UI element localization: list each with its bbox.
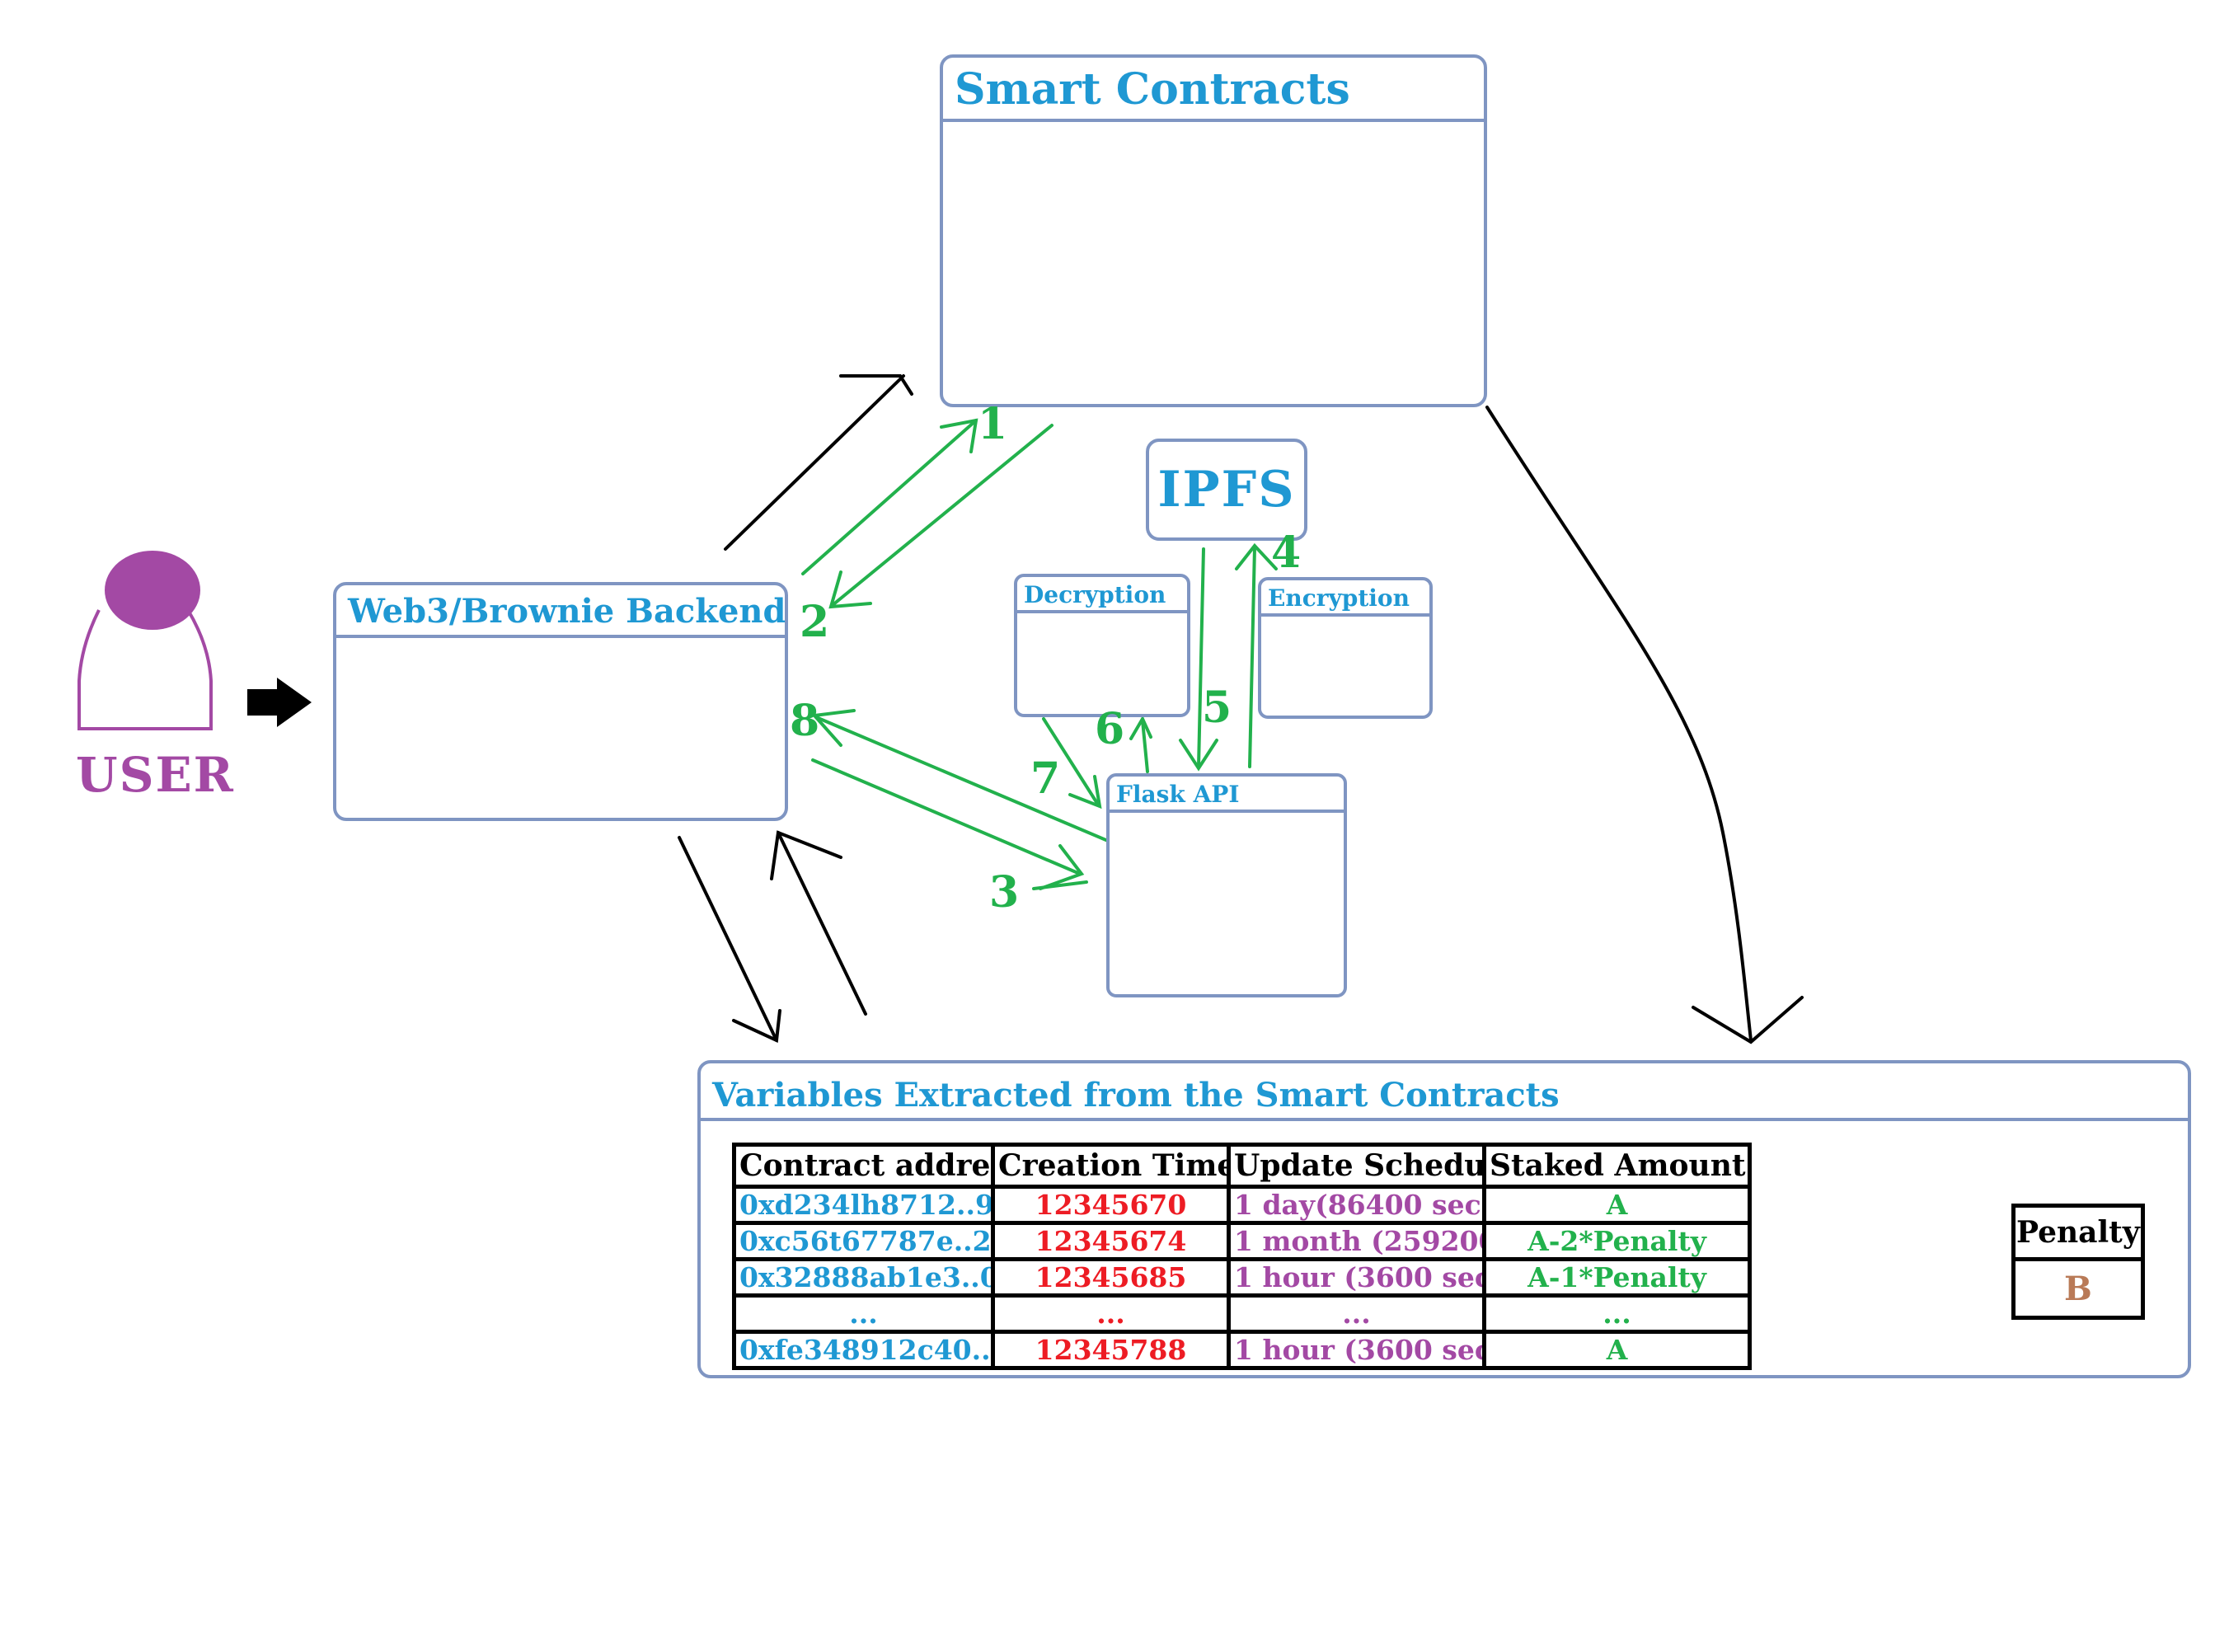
table-header-row: Contract address Creation Time Update Sc…	[732, 1143, 1752, 1189]
arrow-contracts-to-variables	[1485, 406, 1753, 1042]
cell-staked-amount: ...	[1482, 1293, 1752, 1334]
step-2-label: 2	[800, 597, 830, 647]
penalty-value: B	[2011, 1257, 2145, 1320]
step-1-label: 1	[978, 399, 1008, 449]
backend-window: Web3/Brownie Backend	[333, 582, 788, 821]
arrow-step-6-head	[1129, 715, 1152, 740]
table-row: 0x32888ab1e3..01 12345685 1 hour (3600 s…	[732, 1257, 1752, 1298]
arrow-step-2	[831, 424, 1053, 607]
arrow-step-7-head	[1068, 775, 1102, 810]
arrow-variables-to-backend	[777, 831, 867, 1016]
header-contract-address: Contract address	[732, 1143, 995, 1189]
flask-api-title: Flask API	[1110, 777, 1344, 813]
arrow-step-1	[801, 419, 978, 575]
cell-update-schedule: ...	[1227, 1293, 1486, 1334]
step-3-label: 3	[989, 867, 1020, 918]
smart-contracts-window: Smart Contracts	[940, 54, 1487, 407]
cell-update-schedule: 1 month (2592000 sec)	[1227, 1221, 1486, 1261]
cell-creation-time: 12345674	[991, 1221, 1231, 1261]
header-update-schedule: Update Schedule	[1227, 1143, 1486, 1189]
decryption-window: Decryption	[1014, 574, 1190, 717]
arrow-step-8	[814, 716, 1110, 842]
table-row: ... ... ... ...	[732, 1293, 1752, 1334]
smart-contracts-title: Smart Contracts	[943, 58, 1484, 122]
cell-creation-time: ...	[991, 1293, 1231, 1334]
arrow-step-2-head	[828, 570, 872, 609]
flask-api-window: Flask API	[1106, 773, 1347, 997]
decryption-title: Decryption	[1017, 577, 1187, 613]
step-5-label: 5	[1202, 683, 1232, 733]
encryption-title: Encryption	[1261, 580, 1429, 617]
cell-update-schedule: 1 hour (3600 sec)	[1227, 1257, 1486, 1298]
arrow-step-3	[811, 758, 1082, 875]
user-to-backend-arrow	[247, 678, 312, 727]
step-8-label: 8	[790, 696, 820, 746]
variables-panel-title: Variables Extracted from the Smart Contr…	[701, 1063, 2188, 1121]
cell-staked-amount: A-2*Penalty	[1482, 1221, 1752, 1261]
cell-update-schedule: 1 hour (3600 sec)	[1227, 1330, 1486, 1370]
table-row: 0xd234lh8712..99 12345670 1 day(86400 se…	[732, 1185, 1752, 1225]
header-creation-time: Creation Time	[991, 1143, 1231, 1189]
step-4-label: 4	[1271, 528, 1302, 578]
cell-contract-address: 0xfe348912c40..33	[732, 1330, 995, 1370]
cell-contract-address: 0xd234lh8712..99	[732, 1185, 995, 1225]
arrow-step-5	[1197, 547, 1205, 768]
cell-creation-time: 12345788	[991, 1330, 1231, 1370]
step-7-label: 7	[1030, 753, 1061, 804]
arrow-contracts-to-variables-head	[1692, 996, 1804, 1044]
table-row: 0xfe348912c40..33 12345788 1 hour (3600 …	[732, 1330, 1752, 1370]
cell-contract-address: 0x32888ab1e3..01	[732, 1257, 995, 1298]
arrow-backend-to-contracts	[724, 374, 905, 551]
penalty-table: Penalty B	[2011, 1204, 2145, 1320]
header-staked-amount: Staked Amount	[1482, 1143, 1752, 1189]
user-head-icon	[105, 551, 200, 630]
arrow-step-5-head	[1179, 739, 1218, 772]
arrow-backend-to-contracts-head	[839, 374, 913, 396]
cell-staked-amount: A	[1482, 1185, 1752, 1225]
backend-title: Web3/Brownie Backend	[336, 585, 785, 638]
arrow-step-7	[1042, 717, 1100, 806]
ipfs-label: IPFS	[1157, 461, 1296, 519]
cell-staked-amount: A-1*Penalty	[1482, 1257, 1752, 1298]
cell-contract-address: ...	[732, 1293, 995, 1334]
arrow-backend-to-variables	[678, 836, 778, 1042]
cell-creation-time: 12345670	[991, 1185, 1231, 1225]
table-row: 0xc56t67787e..24 12345674 1 month (25920…	[732, 1221, 1752, 1261]
penalty-header: Penalty	[2011, 1204, 2145, 1261]
ipfs-box: IPFS	[1146, 439, 1307, 541]
arrow-variables-to-backend-head	[770, 830, 842, 880]
arrow-backend-to-variables-head	[732, 1009, 781, 1043]
arrow-step-6	[1141, 719, 1149, 773]
cell-staked-amount: A	[1482, 1330, 1752, 1370]
user-body-icon	[77, 608, 213, 730]
arrow-step-1-head	[940, 418, 978, 453]
cell-creation-time: 12345685	[991, 1257, 1231, 1298]
cell-contract-address: 0xc56t67787e..24	[732, 1221, 995, 1261]
arrow-step-3-tail	[1032, 880, 1088, 890]
user-label: USER	[76, 747, 235, 803]
variables-table: Contract address Creation Time Update Sc…	[732, 1143, 1752, 1370]
step-6-label: 6	[1095, 704, 1125, 754]
cell-update-schedule: 1 day(86400 sec)	[1227, 1185, 1486, 1225]
arrow-step-8-head	[810, 709, 856, 747]
arrow-step-4-head	[1235, 542, 1278, 570]
encryption-window: Encryption	[1258, 577, 1433, 719]
arrow-step-3-head	[1039, 844, 1085, 890]
arrow-step-4	[1248, 546, 1256, 768]
